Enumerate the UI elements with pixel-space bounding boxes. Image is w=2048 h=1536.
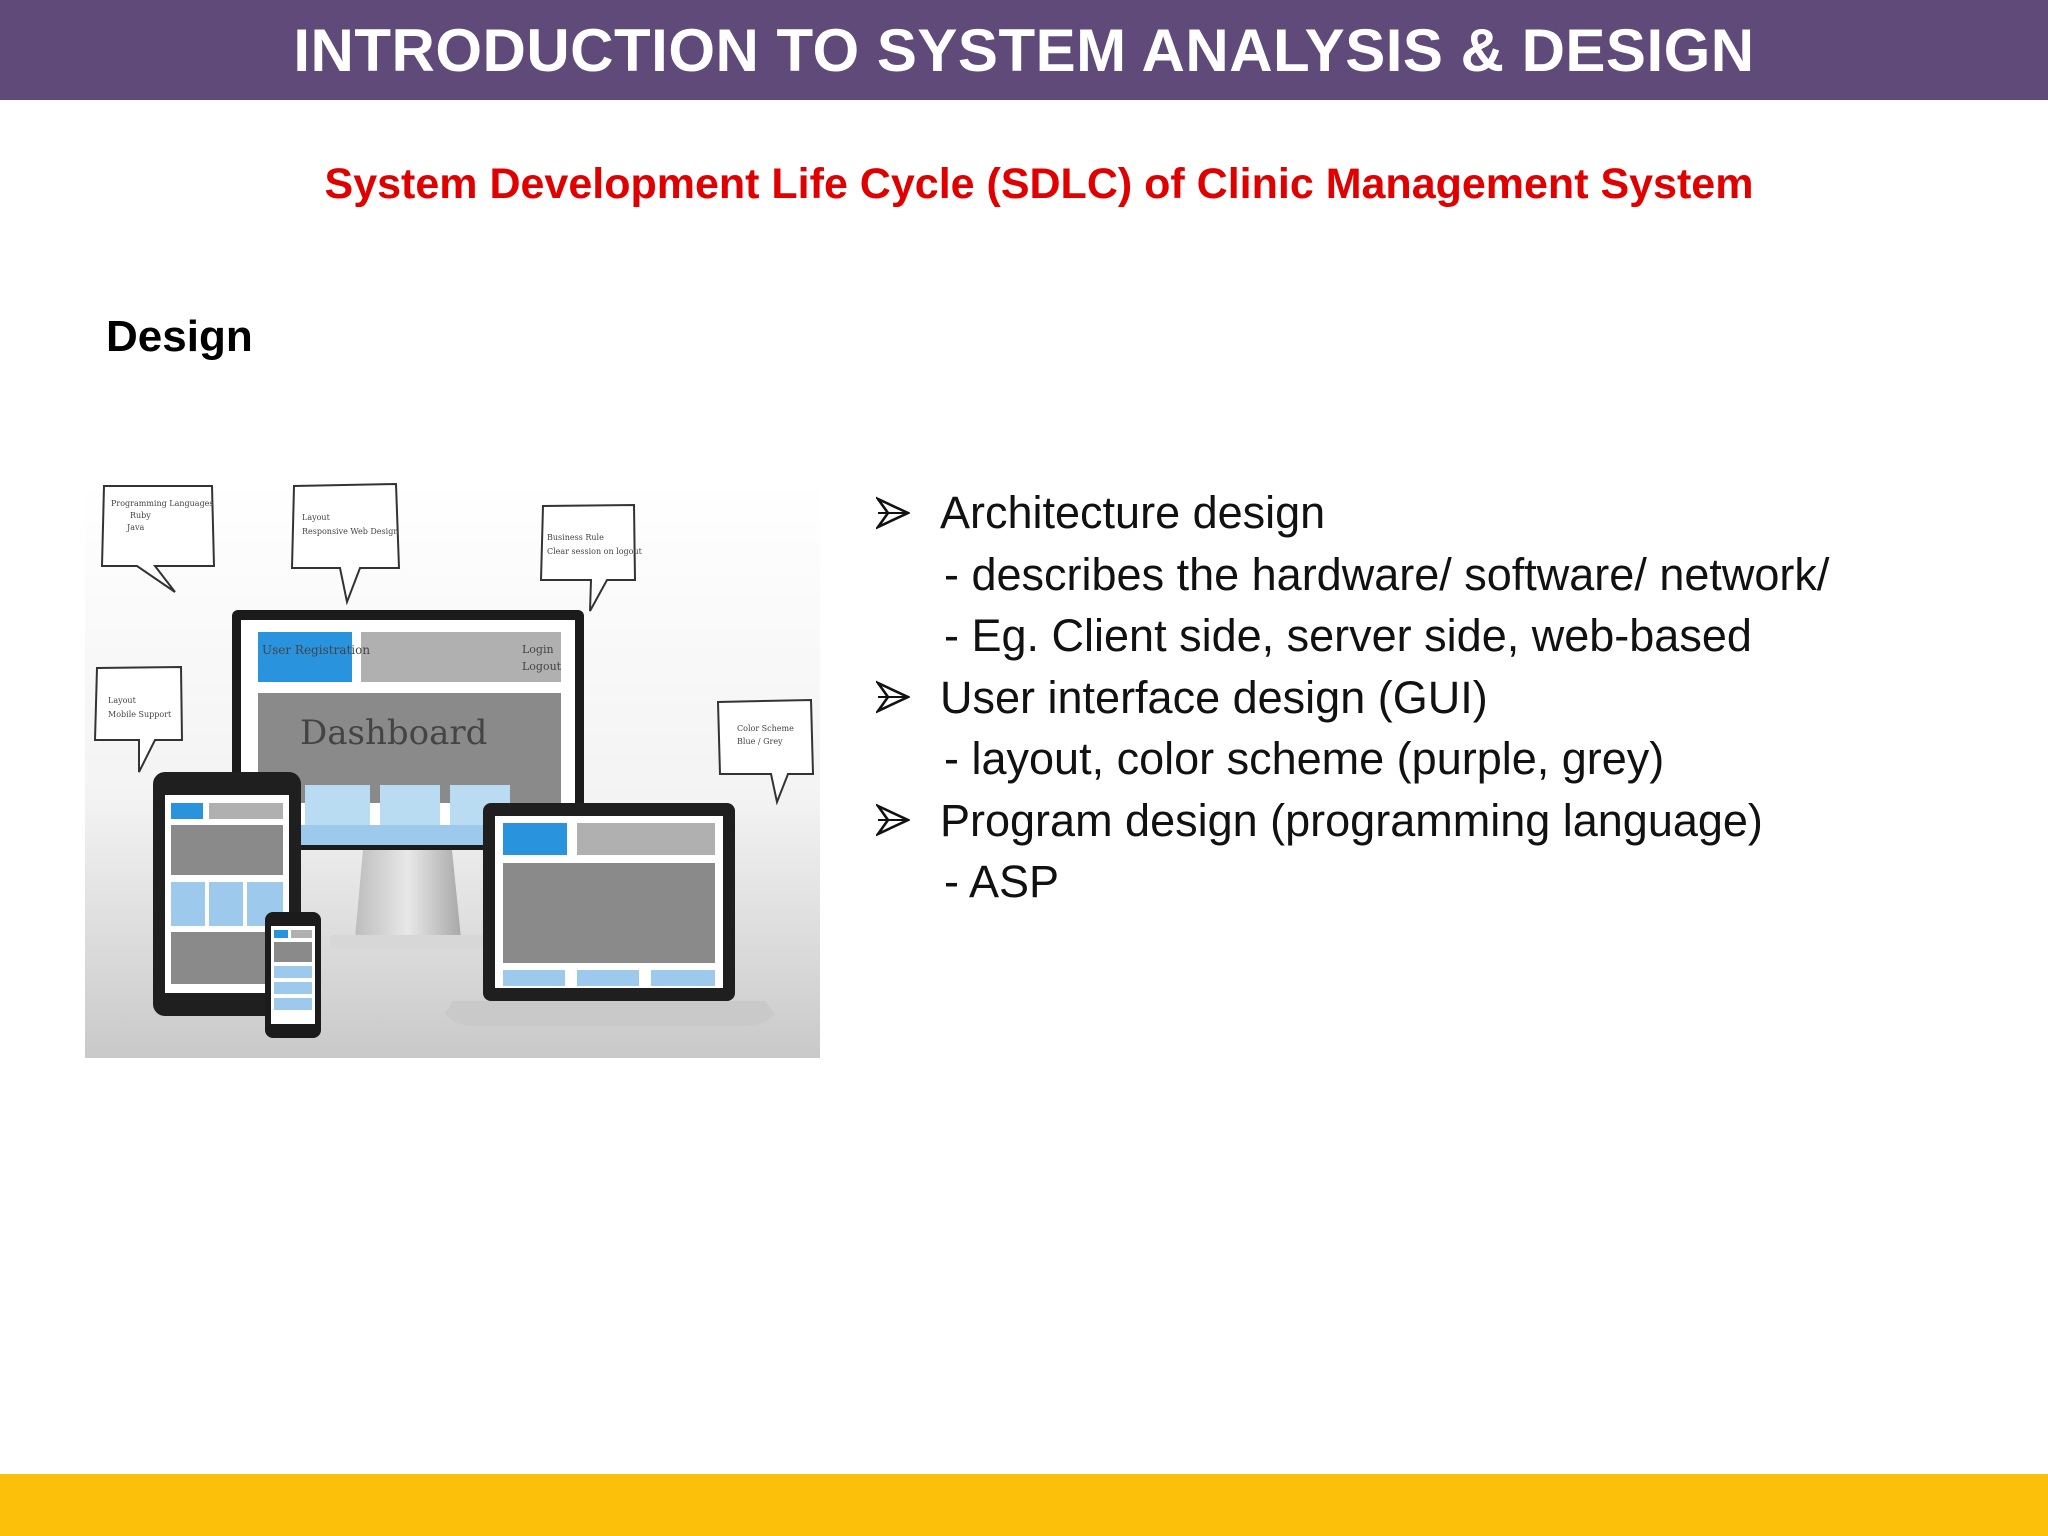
bubble-text: Color Scheme xyxy=(737,724,794,733)
monitor-tiles xyxy=(305,785,510,825)
section-heading: Design xyxy=(106,312,253,361)
bullet-list: Architecture design - describes the hard… xyxy=(876,482,2026,913)
bubble-text: Business Rule xyxy=(547,533,604,542)
tablet-device xyxy=(153,772,301,1016)
laptop-device xyxy=(445,803,775,1026)
bullet-item: Architecture design xyxy=(876,482,2026,544)
footer-bar xyxy=(0,1474,2048,1536)
monitor-dashboard-label: Dashboard xyxy=(300,713,487,753)
bullet-subitem: - Eg. Client side, server side, web-base… xyxy=(944,610,1752,661)
bubble-text: Layout xyxy=(108,696,137,705)
arrow-bullet-icon xyxy=(876,667,938,729)
bullet-subitem: - describes the hardware/ software/ netw… xyxy=(944,548,1830,600)
bullet-subitem: - layout, color scheme (purple, grey) xyxy=(944,733,1665,784)
svg-text:Layout Mobile Support: Layout Mobile Support xyxy=(108,696,172,719)
svg-text:Login Logout: Login Logout xyxy=(522,643,562,673)
monitor-login-label: Login xyxy=(522,643,554,656)
monitor-logout-label: Logout xyxy=(522,660,562,673)
svg-text:Color Scheme Blue / Grey: Color Scheme Blue / Grey xyxy=(737,724,796,746)
bubble-mobile-support xyxy=(93,665,184,773)
bullet-label: Architecture design xyxy=(940,487,1326,538)
bubble-color-scheme xyxy=(716,698,815,806)
bubble-text: Ruby xyxy=(130,511,151,520)
bubble-responsive-layout xyxy=(290,482,401,606)
phone-device xyxy=(265,912,321,1038)
responsive-devices-illustration: Programming Languages Ruby Java Layout R… xyxy=(85,480,820,1058)
svg-text:Business Rule Clear sessio: Business Rule Clear session on logout xyxy=(547,533,643,556)
bullet-label: User interface design (GUI) xyxy=(940,671,1488,723)
bubble-text: Mobile Support xyxy=(108,710,172,719)
monitor-tab-label: User Registration xyxy=(262,643,370,657)
arrow-bullet-icon xyxy=(876,790,938,852)
bubble-text: Clear session on logout xyxy=(547,547,643,556)
bubble-text: Java xyxy=(126,523,144,532)
arrow-bullet-icon xyxy=(876,482,938,544)
svg-text:Programming Languages Ruby: Programming Languages Ruby Java xyxy=(111,499,216,532)
bubble-text: Programming Languages xyxy=(111,499,214,508)
bullet-label: Program design (programming language) xyxy=(940,794,1763,846)
bubble-business-rule xyxy=(539,503,637,612)
svg-text:Layout Responsive Web Desi: Layout Responsive Web Design xyxy=(302,513,398,536)
header-bar xyxy=(0,0,2048,100)
bubble-text: Responsive Web Design xyxy=(302,527,398,536)
slide-title: INTRODUCTION TO SYSTEM ANALYSIS & DESIGN xyxy=(293,16,1755,84)
bullet-subitem: - ASP xyxy=(944,856,1060,907)
bullet-item: User interface design (GUI) xyxy=(876,667,2026,729)
slide-subtitle: System Development Life Cycle (SDLC) of … xyxy=(324,160,1754,208)
svg-text:Dashboard: Dashboard xyxy=(300,713,487,753)
svg-text:User Registration: User Registration xyxy=(262,643,370,657)
bubble-programming-languages xyxy=(100,485,216,593)
bullet-item: Program design (programming language) xyxy=(876,790,2026,852)
bubble-text: Layout xyxy=(302,513,331,522)
bubble-text: Blue / Grey xyxy=(737,737,783,746)
